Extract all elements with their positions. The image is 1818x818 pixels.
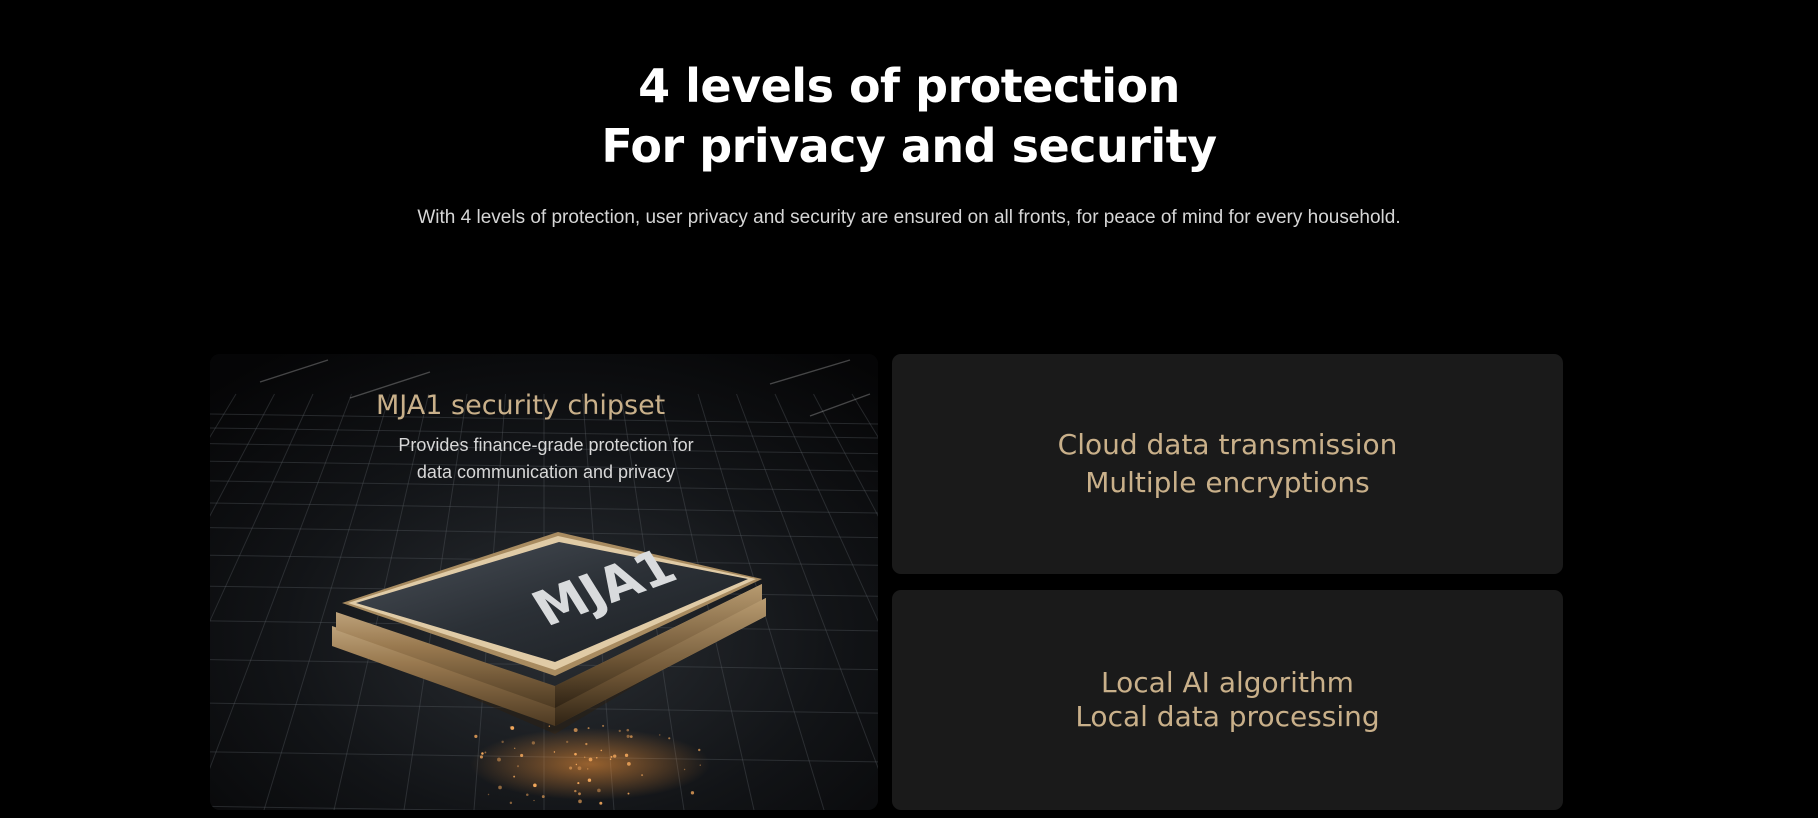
- page-title-line-1: 4 levels of protection: [638, 59, 1180, 113]
- page-subtitle: With 4 levels of protection, user privac…: [417, 207, 1401, 228]
- cloud-encryption-line-2: Multiple encryptions: [1085, 466, 1370, 499]
- chipset-image: MJA1: [210, 354, 878, 810]
- cloud-encryption-card: Cloud data transmission Multiple encrypt…: [892, 354, 1563, 574]
- local-ai-line-1: Local AI algorithm: [1101, 666, 1354, 699]
- page-title: 4 levels of protection For privacy and s…: [0, 56, 1818, 176]
- cloud-encryption-line-1: Cloud data transmission: [1057, 428, 1398, 461]
- chipset-title: MJA1 security chipset: [376, 390, 666, 421]
- hero-section: 4 levels of protection For privacy and s…: [0, 56, 1818, 230]
- cloud-encryption-text: Cloud data transmission Multiple encrypt…: [1058, 426, 1398, 502]
- local-ai-card: Local AI algorithm Local data processing: [892, 590, 1563, 810]
- page-title-line-2: For privacy and security: [601, 119, 1217, 173]
- local-ai-text: Local AI algorithm Local data processing: [1075, 666, 1379, 734]
- chipset-description-line-1: Provides finance-grade protection for: [398, 435, 694, 455]
- chipset-description: Provides finance-grade protection for da…: [376, 432, 716, 486]
- chipset-card: MJA1 MJA1 security chipset Provides fina…: [210, 354, 878, 810]
- chipset-description-line-2: data communication and privacy: [416, 462, 676, 482]
- local-ai-line-2: Local data processing: [1075, 700, 1380, 733]
- chipset-text: MJA1 security chipset Provides finance-g…: [376, 386, 716, 486]
- features-grid: MJA1 MJA1 security chipset Provides fina…: [210, 354, 1563, 810]
